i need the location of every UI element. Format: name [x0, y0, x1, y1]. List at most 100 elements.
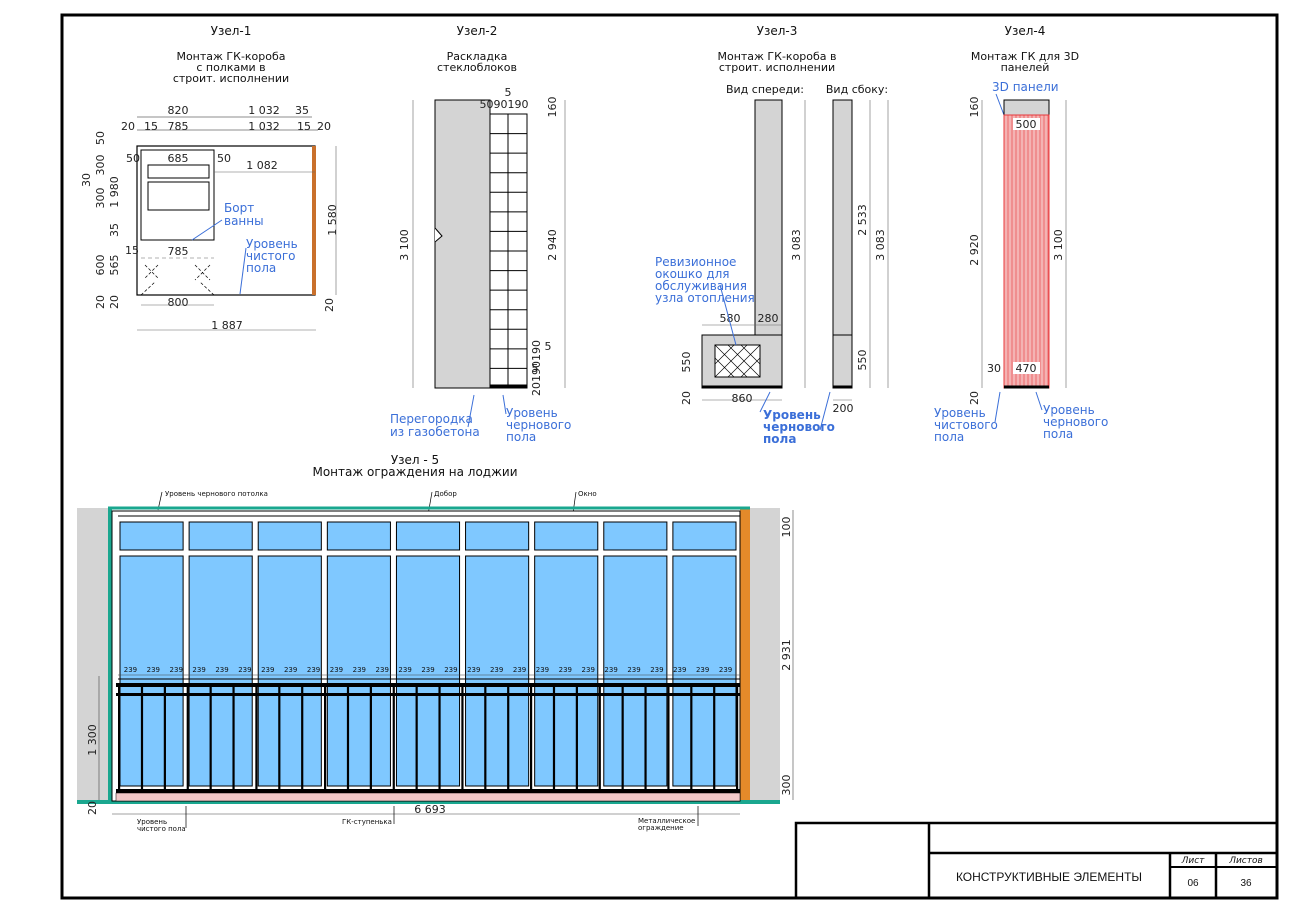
fence-bar	[461, 683, 464, 793]
window-top-pane	[119, 521, 184, 551]
n1-label-level-1: Уровень	[246, 237, 298, 251]
n4-label-panel: 3D панели	[992, 80, 1059, 94]
n2-dim-160: 160	[546, 97, 559, 118]
spacing-label: 239	[604, 666, 617, 674]
n4-dim-3100: 3 100	[1052, 229, 1065, 261]
node-1-caption-1: Монтаж ГК-короба	[176, 50, 285, 63]
fence-bar	[324, 683, 327, 793]
node-4: Узел-4 Монтаж ГК для 3D панелей 3D панел…	[934, 24, 1108, 444]
n1-label-bort-1: Борт	[224, 201, 254, 215]
n2-label-level-3: пола	[506, 430, 536, 444]
n2-label-level-2: чернового	[506, 418, 571, 432]
node-2-title: Узел-2	[457, 24, 498, 38]
spacing-label: 239	[124, 666, 137, 674]
sheets-total: 36	[1240, 878, 1252, 889]
n2-dim-3100: 3 100	[398, 229, 411, 261]
n5-label-ceiling: Уровень чернового потолка	[165, 490, 268, 498]
n4-dim-160: 160	[968, 97, 981, 118]
sheets-label: Листов	[1228, 856, 1263, 866]
fence-bar	[438, 683, 441, 793]
n4-dim-500: 500	[1016, 118, 1037, 131]
node-3-caption-1: Монтаж ГК-короба в	[717, 50, 836, 63]
spacing-label: 239	[719, 666, 732, 674]
node-1-caption-3: строит. исполнении	[173, 72, 289, 85]
sheet-frame	[60, 13, 1279, 900]
n1-dim-v50: 50	[94, 131, 107, 145]
spacing-label: 239	[467, 666, 480, 674]
n1-dim-v30: 30	[80, 173, 93, 187]
n5-dim-300: 300	[780, 775, 793, 796]
fence-bar	[621, 683, 624, 793]
n1-dim-v300b: 300	[94, 188, 107, 209]
n2-dim-5090190: 5090190	[480, 98, 529, 111]
node-4-caption-1: Монтаж ГК для 3D	[971, 50, 1079, 63]
fence-bottom-rail	[116, 789, 740, 793]
n3-dim-580: 580	[720, 312, 741, 325]
node-4-title: Узел-4	[1005, 24, 1046, 38]
spacing-label: 239	[673, 666, 686, 674]
n5-label-window: Окно	[578, 490, 597, 498]
spacing-label: 239	[536, 666, 549, 674]
n3-label-level-3: пола	[763, 432, 796, 446]
n2-label-wall-1: Перегородка	[390, 412, 473, 426]
n3-dim-860: 860	[732, 392, 753, 405]
n1-dim-1032: 1 032	[248, 104, 280, 117]
n1-dim-20r: 20	[323, 298, 336, 312]
window-pane	[326, 555, 391, 787]
n2-dim-5: 5	[505, 86, 512, 99]
fence-bar	[255, 683, 258, 793]
window-pane	[465, 555, 530, 787]
n5-dim-2931: 2 931	[780, 639, 793, 671]
n5-label-fence-2: ограждение	[638, 824, 684, 832]
n1-dim-v980: 1 980	[108, 176, 121, 208]
n3-label-rev-3: обслуживания	[655, 279, 747, 293]
fence-bar	[278, 683, 281, 793]
sheet-label: Лист	[1181, 856, 1206, 866]
fence-bar	[690, 683, 693, 793]
spacing-label: 239	[696, 666, 709, 674]
n3-dim-2533: 2 533	[856, 204, 869, 236]
n1-dim-v15: 15	[125, 244, 139, 257]
n5-label-floor-2: чистого пола	[137, 825, 186, 833]
fence-bar	[552, 683, 556, 793]
n5-label-dobor: Добор	[434, 490, 457, 498]
n2-dim-5b: 5	[532, 362, 539, 375]
n1-dim-v20a: 20	[94, 295, 107, 309]
window-pane	[188, 555, 253, 787]
drawing-title: КОНСТРУКТИВНЫЕ ЭЛЕМЕНТЫ	[956, 870, 1142, 884]
n4-label-rough-3: пола	[1043, 427, 1073, 441]
n3-label-rev-1: Ревизионное	[655, 255, 736, 269]
node-5-title: Узел - 5	[391, 453, 439, 467]
n3-dim-3083b: 3 083	[874, 229, 887, 261]
node-3-title: Узел-3	[757, 24, 798, 38]
n5-dim-100: 100	[780, 517, 793, 538]
n4-dim-30: 30	[987, 362, 1001, 375]
gk-step	[115, 792, 741, 802]
spacing-label: 239	[650, 666, 663, 674]
n4-label-clean-2: чистового	[934, 418, 998, 432]
n1-dim-785b: 785	[168, 245, 189, 258]
n2-label-wall-2: из газобетона	[390, 425, 480, 439]
spacing-label: 239	[559, 666, 572, 674]
fence-bar	[713, 683, 716, 793]
window-pane	[672, 555, 737, 787]
window-pane	[395, 555, 461, 787]
fence-top-rail	[116, 683, 740, 687]
node-4-caption-2: панелей	[1001, 61, 1050, 74]
n1-dim-15a: 15	[144, 120, 158, 133]
spacing-label: 239	[192, 666, 205, 674]
spacing-label: 239	[261, 666, 274, 674]
n1-dim-v300a: 300	[94, 155, 107, 176]
spacing-label: 239	[215, 666, 228, 674]
node-1-caption-2: с полками в	[196, 61, 265, 74]
spacing-label: 239	[627, 666, 640, 674]
n1-dim-1887: 1 887	[211, 319, 243, 332]
n5-dim-1300: 1 300	[86, 724, 99, 756]
n5-dim-20: 20	[86, 801, 99, 815]
n1-dim-1032b: 1 032	[248, 120, 280, 133]
window-pane	[603, 555, 668, 787]
spacing-label: 239	[307, 666, 320, 674]
fence-bar	[369, 683, 372, 793]
fence-bar	[507, 683, 510, 793]
